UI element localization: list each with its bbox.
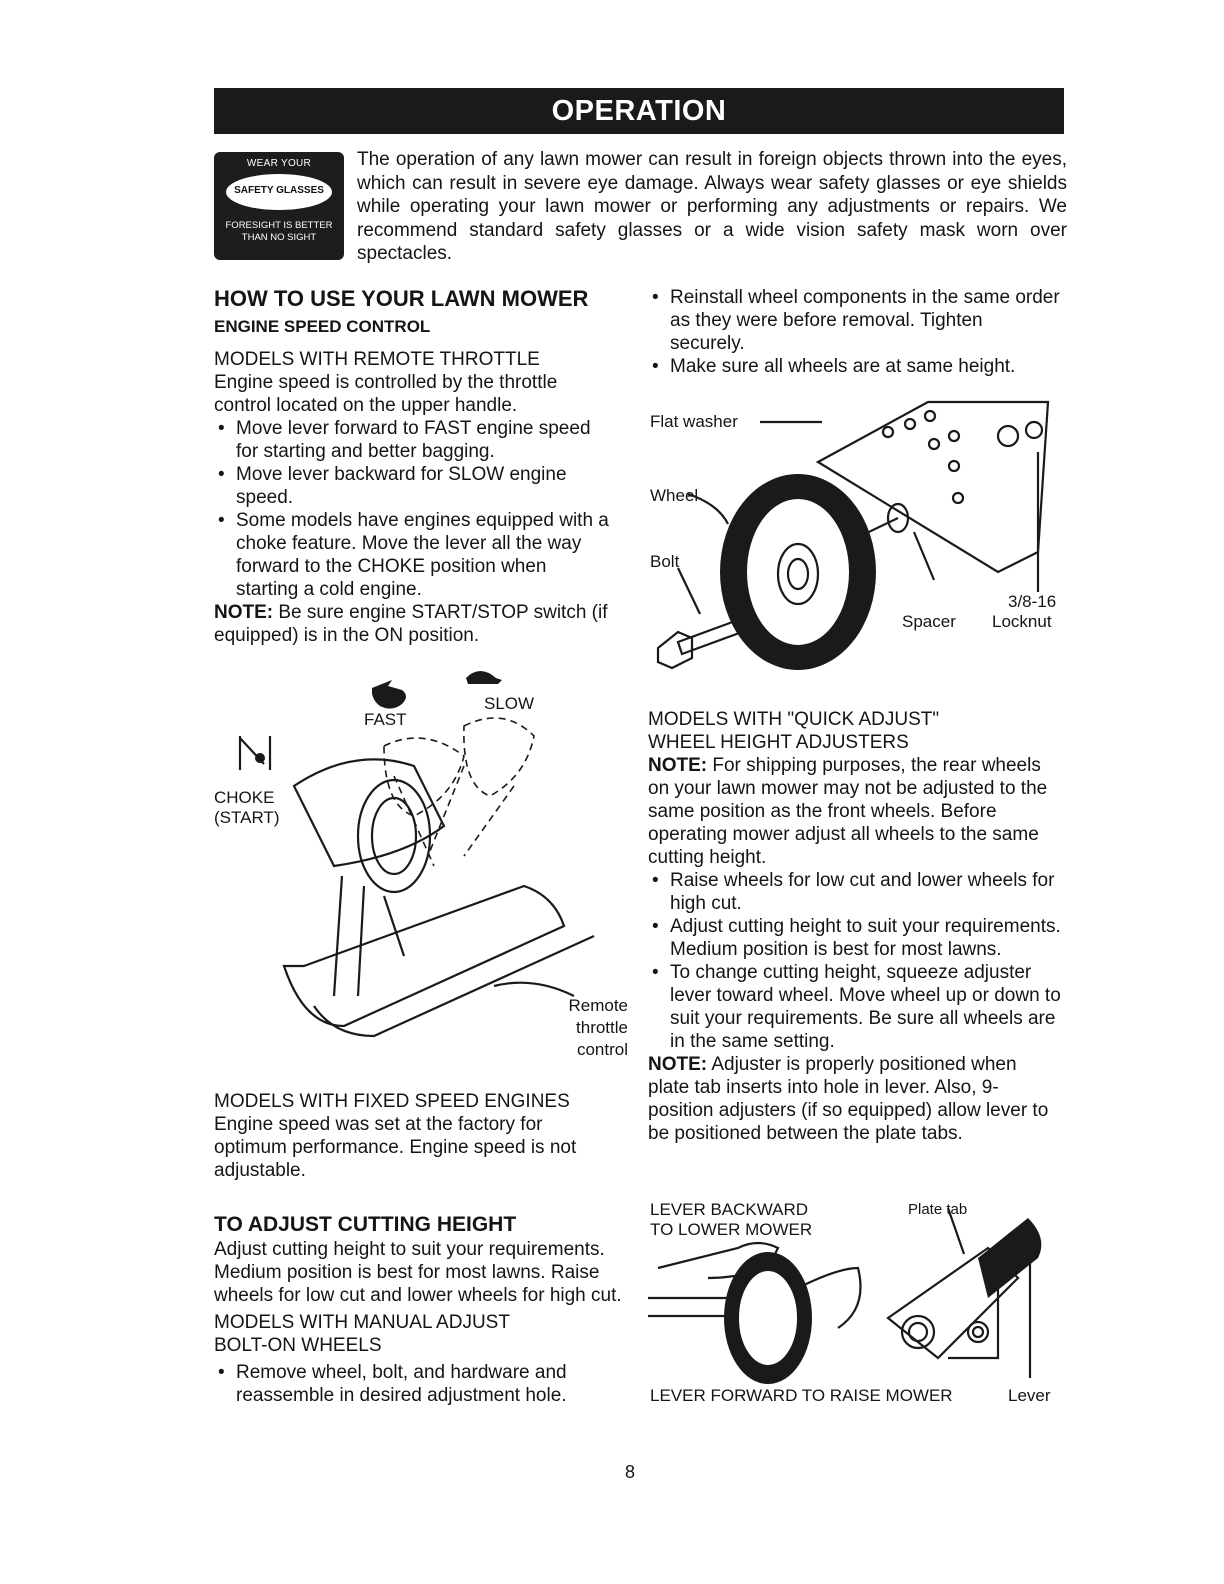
quick-adjust-list: Raise wheels for low cut and lower wheel… [648,869,1062,1053]
right-column-bottom: MODELS WITH "QUICK ADJUST" WHEEL HEIGHT … [648,708,1062,1145]
note-text: Adjuster is properly positioned when pla… [648,1054,1049,1144]
plate-tab-label: Plate tab [908,1201,968,1218]
left-column-top: HOW TO USE YOUR LAWN MOWER ENGINE SPEED … [214,286,634,647]
choke-label: CHOKE [214,788,275,807]
badge-line-2: SAFETY GLASSES [234,185,324,196]
quick-adjust-note-2: NOTE: Adjuster is properly positioned wh… [648,1053,1062,1145]
manual-adjust-list: Remove wheel, bolt, and hardware and rea… [214,1361,622,1407]
wheel-label: Wheel [650,486,699,505]
note-text: For shipping purposes, the rear wheels o… [648,755,1048,868]
size-label: 3/8-16 [1008,592,1057,611]
spacer-label: Spacer [902,612,956,631]
throttle-label: throttle [576,1018,628,1037]
lever-backward-label-1: LEVER BACKWARD [650,1200,809,1219]
wheel-figure: Flat washer Wheel Bolt Spacer 3/8-16 Loc… [648,392,1062,682]
remote-throttle-list: Move lever forward to FAST engine speed … [214,417,614,601]
list-item: To change cutting height, squeeze adjust… [648,961,1062,1053]
remote-throttle-title: MODELS WITH REMOTE THROTTLE [214,349,540,370]
list-item: Adjust cutting height to suit your requi… [648,915,1062,961]
manual-adjust-title-1: MODELS WITH MANUAL ADJUST [214,1312,510,1333]
quick-adjust-title-2: WHEEL HEIGHT ADJUSTERS [648,732,909,753]
fixed-speed-text: Engine speed was set at the factory for … [214,1114,577,1181]
note-label: NOTE: [648,1054,708,1075]
slow-label: SLOW [484,694,535,713]
badge-line-3a: FORESIGHT IS BETTER [225,220,333,231]
badge-line-3b: THAN NO SIGHT [241,232,317,243]
throttle-figure: FAST SLOW CHOKE (START) Remote throttle … [214,666,634,1066]
badge-line-3: FORESIGHT IS BETTER THAN NO SIGHT [214,220,344,244]
quick-adjust-note: NOTE: For shipping purposes, the rear wh… [648,754,1062,869]
page-number: 8 [624,1462,635,1482]
glasses-icon [226,174,332,210]
note-label: NOTE: [214,602,274,623]
list-item: Remove wheel, bolt, and hardware and rea… [214,1361,622,1407]
throttle-drawing [238,671,595,1038]
list-item: Some models have engines equipped with a… [214,509,614,601]
list-item: Make sure all wheels are at same height. [648,355,1062,378]
rabbit-icon [372,680,406,709]
section-banner: OPERATION [214,88,1064,134]
remote-label: Remote [568,996,628,1015]
turtle-icon [466,671,502,684]
safety-warning: The operation of any lawn mower can resu… [357,149,1067,264]
left-column-bottom: MODELS WITH FIXED SPEED ENGINES Engine s… [214,1090,634,1407]
wheel-drawing [656,400,1050,670]
list-item: Move lever backward for SLOW engine spee… [214,463,614,509]
list-item: Move lever forward to FAST engine speed … [214,417,614,463]
manual-adjust-title-2: BOLT-ON WHEELS [214,1335,382,1356]
lever-forward-label: LEVER FORWARD TO RAISE MOWER [650,1386,953,1405]
section-title: OPERATION [551,94,727,127]
right-column-top: Reinstall wheel components in the same o… [648,286,1062,378]
badge-line-1: WEAR YOUR [246,158,312,169]
lever-backward-label-2: TO LOWER MOWER [650,1220,813,1239]
list-item: Reinstall wheel components in the same o… [648,286,1062,355]
remote-throttle-intro: Engine speed is controlled by the thrott… [214,372,558,416]
lever-label: Lever [1008,1386,1051,1405]
note-text: Be sure engine START/STOP switch (if equ… [214,602,608,646]
engine-speed-heading: ENGINE SPEED CONTROL [214,317,431,336]
fixed-speed-title: MODELS WITH FIXED SPEED ENGINES [214,1091,570,1112]
cutting-height-text: Adjust cutting height to suit your requi… [214,1239,622,1306]
flat-washer-label: Flat washer [650,412,738,431]
quick-adjust-title-1: MODELS WITH "QUICK ADJUST" [648,709,940,730]
locknut-label: Locknut [992,612,1052,631]
bolt-label: Bolt [650,552,680,571]
reinstall-list: Reinstall wheel components in the same o… [648,286,1062,378]
lever-figure: LEVER BACKWARD TO LOWER MOWER Plate tab … [648,1198,1062,1408]
remote-throttle-note: NOTE: Be sure engine START/STOP switch (… [214,601,614,647]
note-label: NOTE: [648,755,708,776]
main-heading: HOW TO USE YOUR LAWN MOWER [214,286,589,311]
safety-glasses-badge: WEAR YOUR SAFETY GLASSES FORESIGHT IS BE… [214,152,344,260]
lever-drawing [648,1207,1042,1384]
cutting-height-heading: TO ADJUST CUTTING HEIGHT [214,1213,517,1236]
control-label: control [576,1040,628,1059]
list-item: Raise wheels for low cut and lower wheel… [648,869,1062,915]
start-label: (START) [214,808,280,827]
fast-label: FAST [364,710,407,729]
